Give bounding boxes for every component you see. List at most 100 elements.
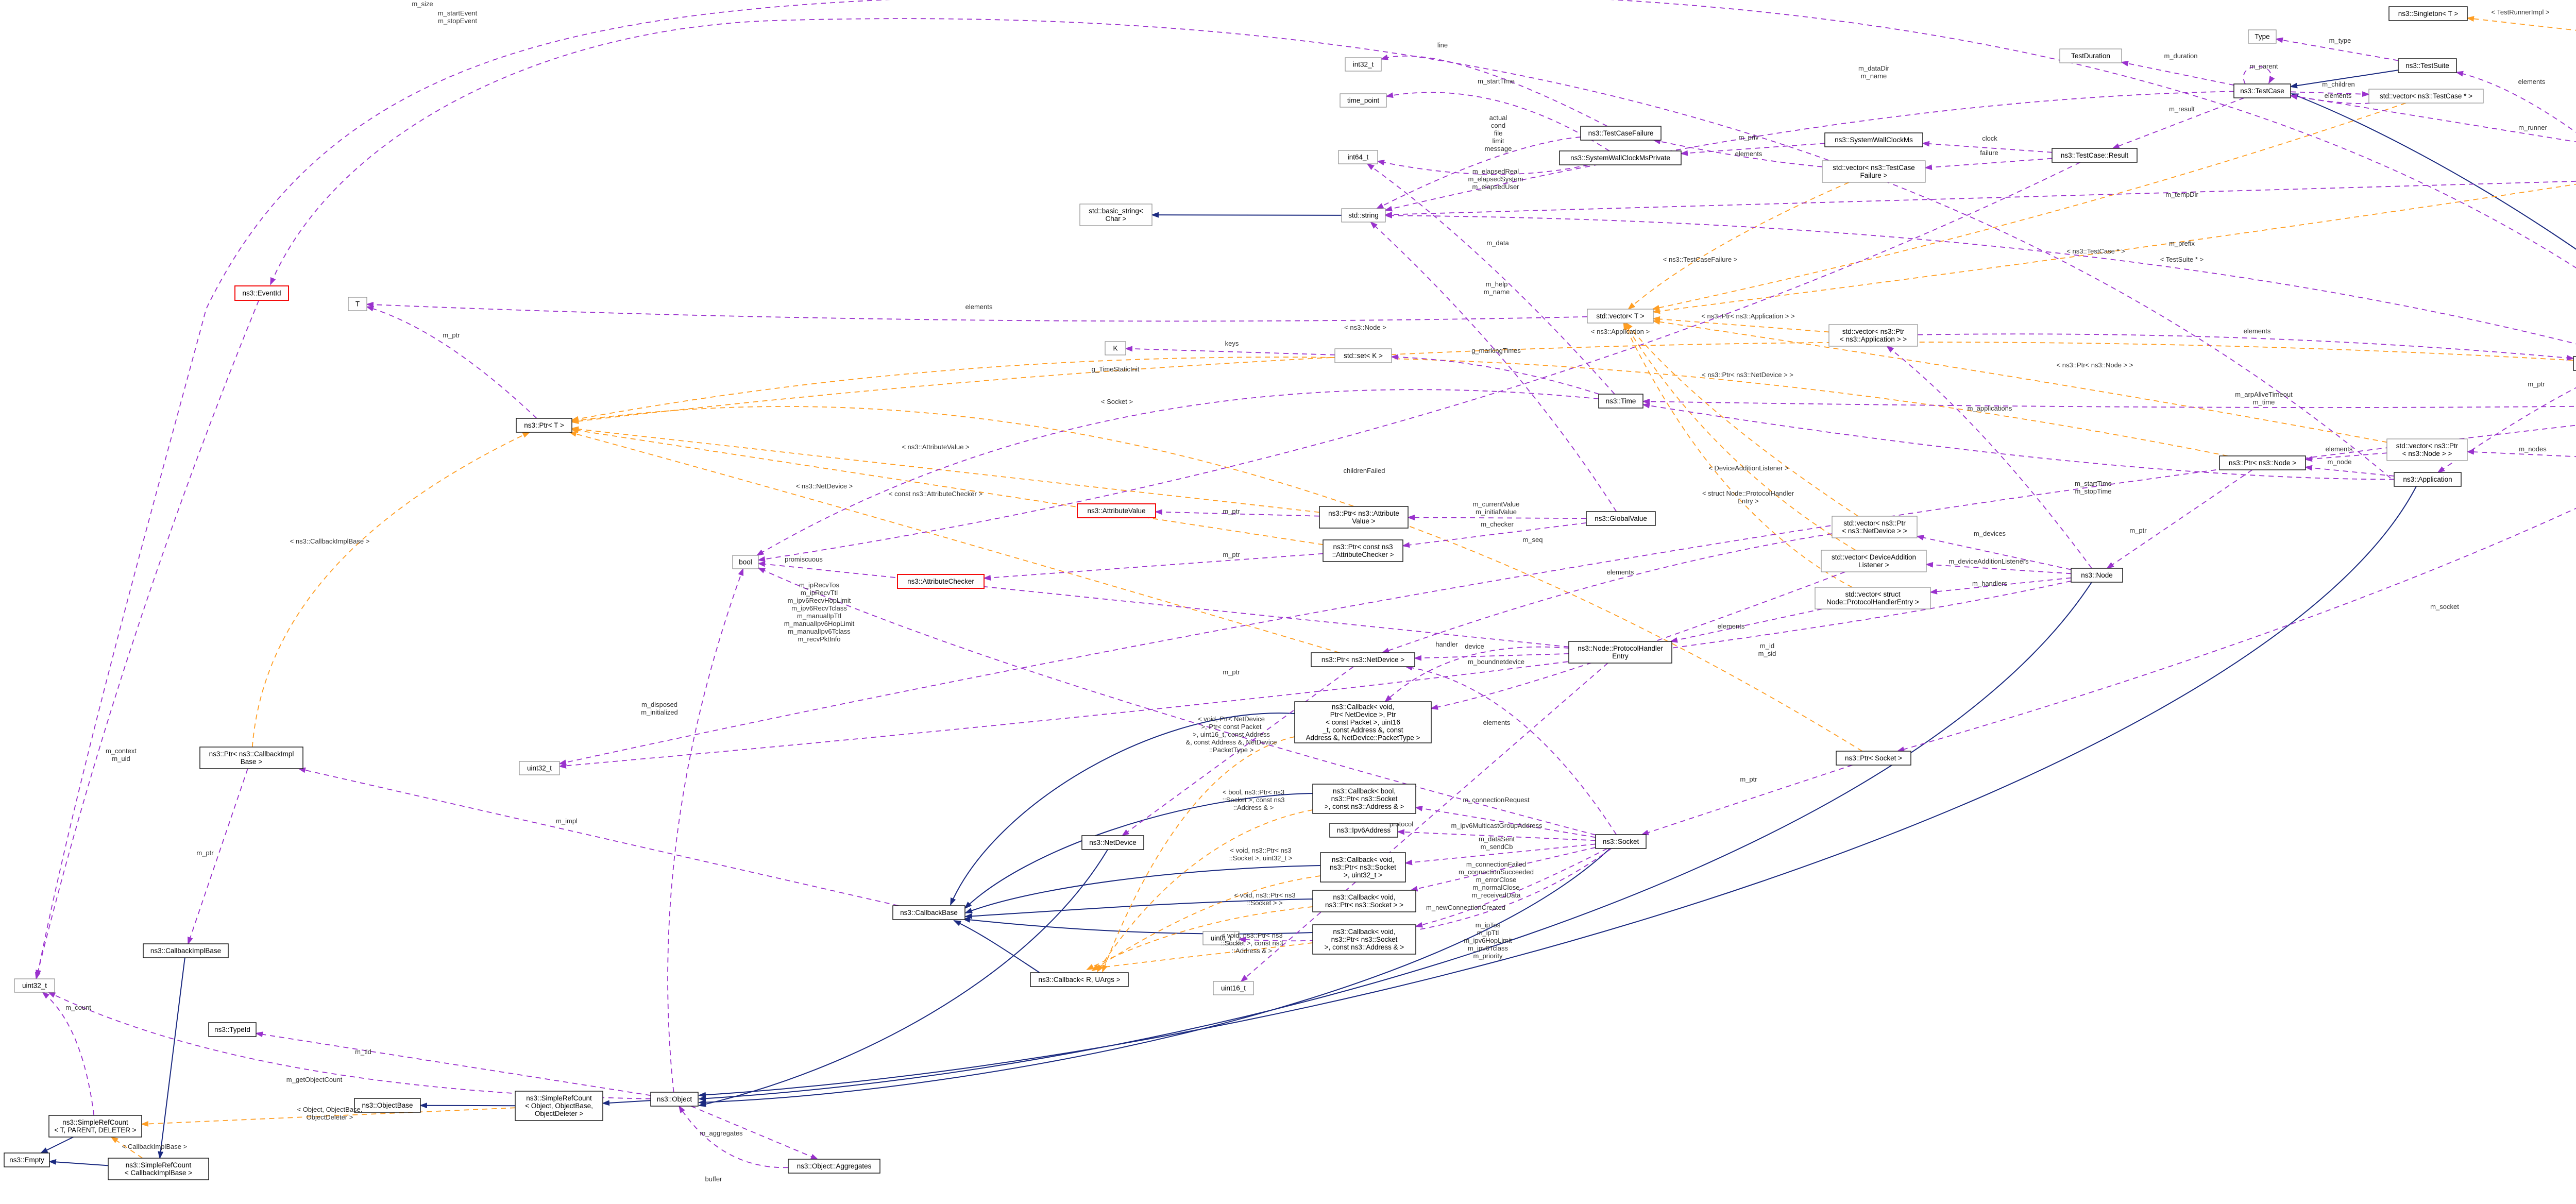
edge-template-vec_ptr_netdev-vec_t [1625,322,1859,517]
edge-label: m_data [1486,239,1509,247]
node-attr_value[interactable]: ns3::AttributeValue [1077,503,1156,518]
node-type_id[interactable]: ns3::TypeId [208,1022,257,1037]
node-singleton_t[interactable]: ns3::Singleton< T > [2388,6,2468,21]
edge-label: g_TimeStaticInit [1092,365,1140,373]
edge-member-node-uint32_center [558,580,2072,769]
node-vec_ptr_node: std::vector< ns3::Ptr< ns3::Node > > [2386,438,2468,461]
node-object[interactable]: ns3::Object [650,1092,699,1107]
node-result[interactable]: ns3::TestCase::Result [2052,148,2138,163]
node-vec_testcase_ptr: std::vector< ns3::TestCase * > [2368,89,2484,104]
node-global_value[interactable]: ns3::GlobalValue [1586,511,1656,526]
edge-label: < bool, ns3::Ptr< ns3::Socket >, const n… [1222,788,1284,811]
node-socket[interactable]: ns3::Socket [1595,834,1647,849]
node-cb_generic[interactable]: ns3::Callback< R, UArgs > [1030,972,1129,987]
edge-label: < ns3::Ptr< ns3::Node > > [2057,361,2133,369]
edge-label: m_count [65,1004,91,1011]
node-src_cib[interactable]: ns3::SimpleRefCount< CallbackImplBase > [108,1158,209,1180]
node-label: ns3::Object::Aggregates [797,1162,872,1170]
edge-label: m_ptr [2129,527,2147,534]
edge-template-ptr_app-ptr_t [571,342,2574,425]
node-swcm[interactable]: ns3::SystemWallClockMs [1824,132,1923,147]
node-netdevice[interactable]: ns3::NetDevice [1081,835,1144,850]
node-label: ns3::Empty [9,1156,44,1164]
node-label: T [355,300,360,308]
edge-member-vec_testsuite_ptr-test_suite [2455,71,2576,133]
edge-member-node_container-vec_ptr_node [2466,449,2576,457]
node-event_id[interactable]: ns3::EventId [234,285,289,301]
edge-member-object-type_id [255,1031,651,1096]
node-int32: int32_t [1345,57,1382,72]
node-uint8: uint8_t [1202,931,1240,945]
node-label: ns3::Callback< bool,ns3::Ptr< ns3::Socke… [1325,787,1404,810]
edge-inherit-src_tpd-empty [40,1137,74,1154]
edge-member-vec_phe-phe [1670,608,1823,643]
node-ipv6addr[interactable]: ns3::Ipv6Address [1329,823,1398,838]
node-ptr_node[interactable]: ns3::Ptr< ns3::Node > [2219,455,2306,470]
node-empty[interactable]: ns3::Empty [4,1152,50,1167]
node-k_box: K [1105,341,1126,355]
edge-label: < ns3::AttributeValue > [902,443,969,451]
node-attr_checker[interactable]: ns3::AttributeChecker [897,574,985,589]
edge-inherit-object-src_ooo [602,1100,651,1106]
node-cb_handler[interactable]: ns3::Callback< void,Ptr< NetDevice >, Pt… [1294,701,1432,743]
edge-label: m_children [2322,80,2355,88]
node-object_base[interactable]: ns3::ObjectBase [354,1098,421,1113]
node-cb_newconn[interactable]: ns3::Callback< void,ns3::Ptr< ns3::Socke… [1312,924,1416,955]
node-label: std::set< K > [1344,352,1383,360]
node-time[interactable]: ns3::Time [1598,394,1643,409]
node-aggregates[interactable]: ns3::Object::Aggregates [788,1159,880,1174]
node-label: ns3::Node [2081,571,2113,579]
edge-member-socket-ptr_netdev [1404,665,1617,835]
node-src_tpd[interactable]: ns3::SimpleRefCount< T, PARENT, DELETER … [48,1115,142,1138]
edge-label: m_startTime [1478,77,1515,85]
edge-template-src_cib-src_tpd [110,1136,143,1159]
edge-member-chain_regression_test-stdstring [1384,212,2576,345]
edge-label: elements [965,303,993,311]
node-ptr_netdev[interactable]: ns3::Ptr< ns3::NetDevice > [1311,652,1415,667]
node-application[interactable]: ns3::Application [2394,472,2462,487]
edge-inherit-node-object [698,582,2092,1101]
edge-label: < ns3::Ptr< ns3::NetDevice > > [1702,371,1793,379]
edge-member-test_case_failure-int32 [1380,54,1608,127]
edge-member-test_case-test_runner_impl [2290,95,2576,143]
edge-template-cb_connreq-cb_generic [1096,809,1313,973]
edge-label: m_handlers [1972,580,2007,587]
edge-label: m_duration [2164,52,2197,60]
node-callback_impl_base[interactable]: ns3::CallbackImplBase [143,943,229,958]
node-test_case_failure[interactable]: ns3::TestCaseFailure [1580,126,1662,141]
edge-member-node-vec_phe [1929,577,2072,595]
edge-template-vec_ptr_app-vec_t [1652,316,1829,333]
node-ptr_attr_checker[interactable]: ns3::Ptr< const ns3::AttributeChecker > [1323,539,1403,562]
node-ptr_t[interactable]: ns3::Ptr< T > [516,418,572,433]
node-test_suite[interactable]: ns3::TestSuite [2398,58,2457,73]
node-label: ns3::SimpleRefCount< T, PARENT, DELETER … [54,1118,136,1134]
node-ptr_app[interactable]: ns3::Ptr< ns3::Application > [2573,356,2576,371]
node-t_box: T [348,297,367,311]
edge-member-test_case-stdstring [1384,91,2234,212]
edge-label: < void, Ptr< NetDevice>, Ptr< const Pack… [1185,715,1277,754]
node-cb_connreq[interactable]: ns3::Callback< bool,ns3::Ptr< ns3::Socke… [1312,784,1416,814]
node-callback_base[interactable]: ns3::CallbackBase [892,905,965,920]
edge-label: m_devices [1974,530,2006,537]
edge-label: m_result [2169,105,2195,113]
node-cb_sent[interactable]: ns3::Callback< void,ns3::Ptr< ns3::Socke… [1320,852,1406,883]
node-node[interactable]: ns3::Node [2071,568,2123,583]
node-swcm_priv[interactable]: ns3::SystemWallClockMsPrivate [1559,150,1682,165]
edge-label: < DeviceAdditionListener > [1708,464,1788,472]
edge-label: < TestSuite * > [2160,256,2204,263]
node-src_ooo[interactable]: ns3::SimpleRefCount< Object, ObjectBase,… [515,1091,603,1121]
node-cb_sock[interactable]: ns3::Callback< void,ns3::Ptr< ns3::Socke… [1312,890,1416,912]
edge-label: < ns3::Ptr< ns3::Application > > [1701,312,1794,320]
edge-member-socket-cb_sock [1410,846,1596,892]
node-test_case[interactable]: ns3::TestCase [2233,83,2291,98]
node-ptr_socket[interactable]: ns3::Ptr< Socket > [1836,751,1911,766]
node-label: std::string [1348,212,1379,219]
